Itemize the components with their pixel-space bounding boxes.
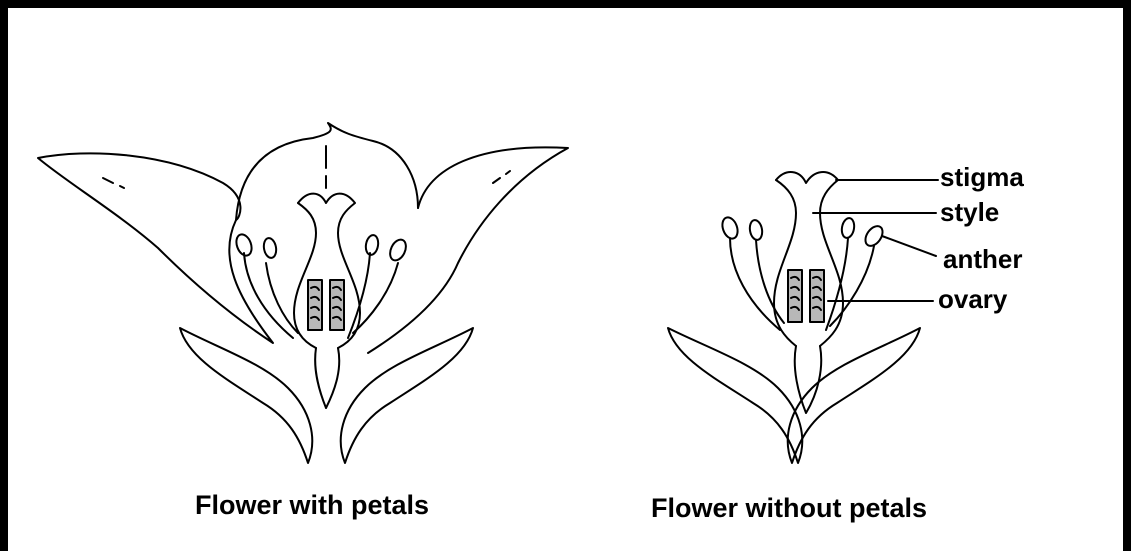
left-sepal: [180, 328, 312, 463]
right-sepal-2: [788, 328, 920, 463]
flower-diagram: [8, 8, 1123, 551]
right-petal: [368, 147, 568, 353]
caption-flower-with-petals: Flower with petals: [195, 492, 429, 519]
label-style: style: [940, 199, 999, 225]
flower-with-petals: [38, 123, 568, 463]
right-sepal: [341, 328, 473, 463]
flower-without-petals: [668, 172, 938, 463]
label-anther: anther: [943, 246, 1022, 272]
label-stigma: stigma: [940, 164, 1024, 190]
caption-flower-without-petals: Flower without petals: [651, 495, 927, 522]
back-petal: [236, 123, 418, 220]
left-sepal-2: [668, 328, 802, 463]
label-ovary: ovary: [938, 286, 1007, 312]
leader-anther: [882, 236, 936, 256]
